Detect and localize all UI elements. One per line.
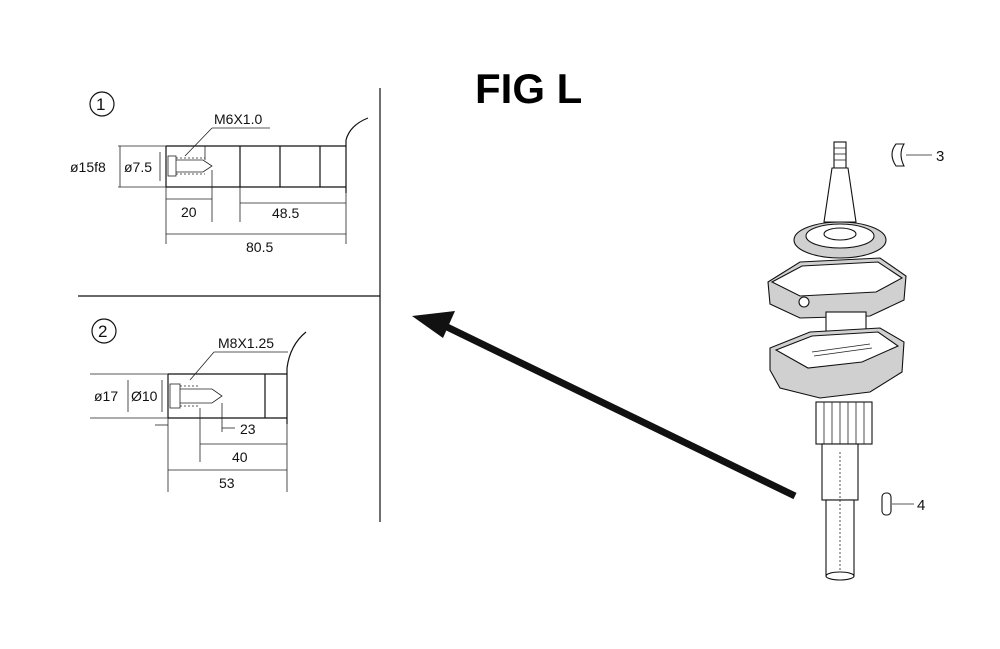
detail-1: 1 (70, 91, 369, 255)
detail-2-inner-diameter: Ø10 (131, 388, 158, 404)
detail-1-dim-a: 20 (181, 204, 197, 220)
detail-2-dim-b: 40 (232, 449, 248, 465)
parallel-key-icon (881, 492, 892, 516)
detail-1-index-circle (89, 91, 115, 117)
detail-2-thread-label: M8X1.25 (218, 335, 274, 351)
detail-1-dim-b: 48.5 (272, 205, 299, 221)
part-4-key: 4 (881, 492, 925, 516)
crankshaft-timing-gear (815, 401, 873, 445)
crankshaft-illustration (767, 141, 907, 581)
detail-2-outer-diameter: ø17 (94, 388, 118, 404)
part-3-key: 3 (891, 143, 944, 167)
detail-1-inner-diameter: ø7.5 (124, 159, 152, 175)
detail-1-index: 1 (96, 95, 105, 114)
crankshaft-upper-shaft (823, 167, 857, 223)
callout-part-3: 3 (936, 148, 944, 165)
detail-1-outer-diameter: ø15f8 (70, 159, 106, 175)
detail-1-shaft-drawing (118, 117, 369, 244)
figure-title: FIG L (475, 65, 582, 112)
detail-2: 2 (90, 318, 307, 492)
detail-1-dim-total: 80.5 (246, 239, 273, 255)
callout-part-4: 4 (917, 497, 925, 514)
crankshaft-top-tip (833, 141, 847, 169)
detail-2-shaft-drawing (90, 331, 307, 492)
detail-2-index-circle (91, 318, 117, 344)
detail-2-index: 2 (98, 322, 107, 341)
woodruff-key-icon (891, 143, 905, 167)
detail-2-dim-total: 53 (219, 475, 235, 491)
pointer-arrow (412, 311, 797, 500)
detail-2-dim-a: 23 (240, 421, 256, 437)
detail-1-thread-label: M6X1.0 (214, 111, 262, 127)
